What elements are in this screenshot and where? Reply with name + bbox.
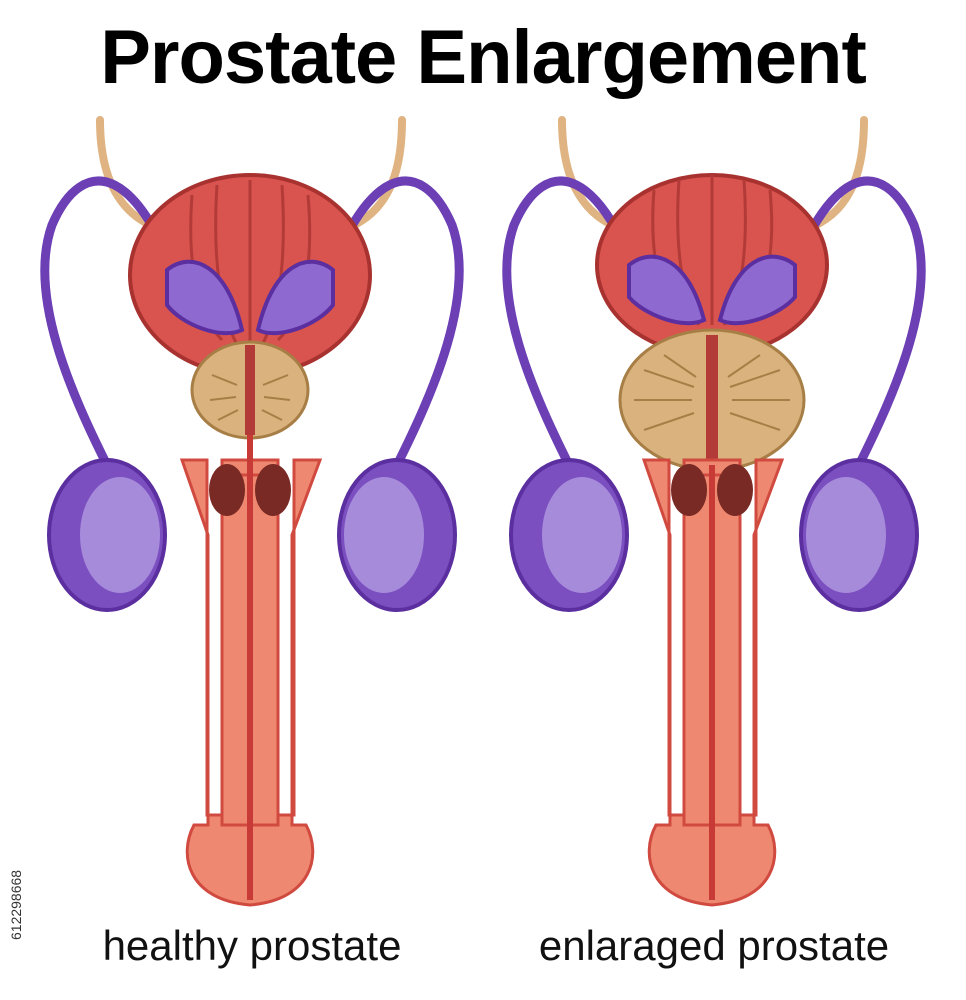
enlarged-anatomy-illustration — [502, 116, 926, 907]
prostate-gland-enlarged — [618, 328, 806, 472]
healthy-anatomy-illustration — [40, 116, 464, 907]
penis-shaft — [641, 458, 785, 907]
prostate-gland — [190, 340, 310, 440]
seminal-vesicles — [627, 254, 797, 326]
page-title: Prostate Enlargement — [100, 15, 867, 100]
testes — [509, 458, 919, 612]
caption-enlarged-prostate: enlaraged prostate — [538, 922, 890, 969]
vas-deferens — [40, 176, 464, 470]
penis-shaft — [179, 435, 323, 907]
stock-id-text: 612298668 — [8, 869, 24, 940]
testes — [47, 458, 457, 612]
caption-healthy-prostate: healthy prostate — [102, 922, 402, 969]
vas-deferens — [502, 176, 926, 470]
stock-id-watermark: 612298668 — [8, 760, 32, 960]
seminal-vesicles — [165, 259, 335, 336]
